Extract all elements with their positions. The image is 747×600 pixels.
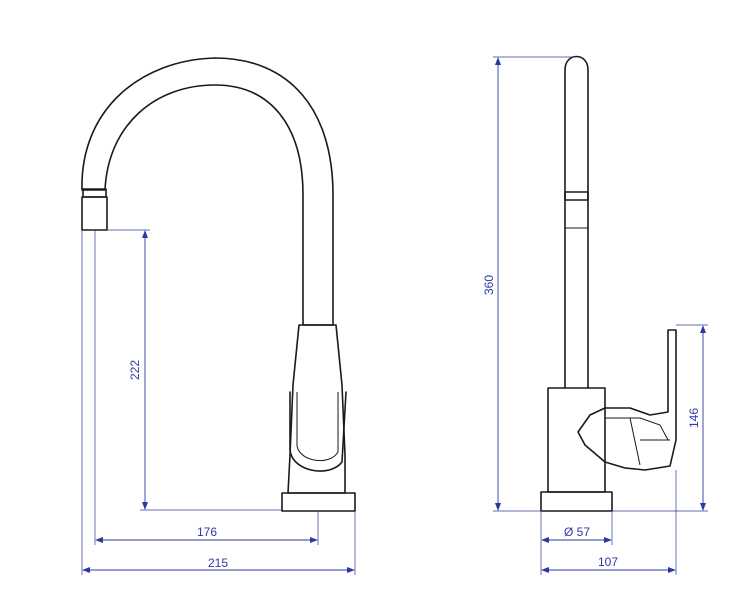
- dim-label-107: 107: [598, 555, 618, 569]
- front-spout: [81, 57, 334, 326]
- front-aerator: [81, 196, 108, 231]
- front-handle-inner: [296, 392, 339, 461]
- dim-label-215: 215: [208, 556, 228, 570]
- side-body: [547, 387, 606, 493]
- front-base: [281, 492, 356, 512]
- side-dimensions: 360 146 Ø 57 107: [482, 56, 708, 575]
- dim-label-360: 360: [482, 275, 496, 295]
- side-lever-face: [605, 417, 670, 466]
- side-base: [540, 491, 613, 512]
- front-dimensions: 222 176 215: [81, 229, 356, 575]
- dim-label-146: 146: [687, 408, 701, 428]
- side-aerator-ring: [564, 191, 589, 201]
- dim-label-176: 176: [197, 525, 217, 539]
- front-view: [81, 57, 356, 512]
- front-handle: [289, 391, 347, 472]
- dim-label-222: 222: [128, 360, 142, 380]
- side-lever: [577, 329, 677, 471]
- dim-label-diameter: Ø 57: [564, 525, 590, 539]
- side-view: [540, 55, 677, 512]
- side-spout: [564, 55, 589, 389]
